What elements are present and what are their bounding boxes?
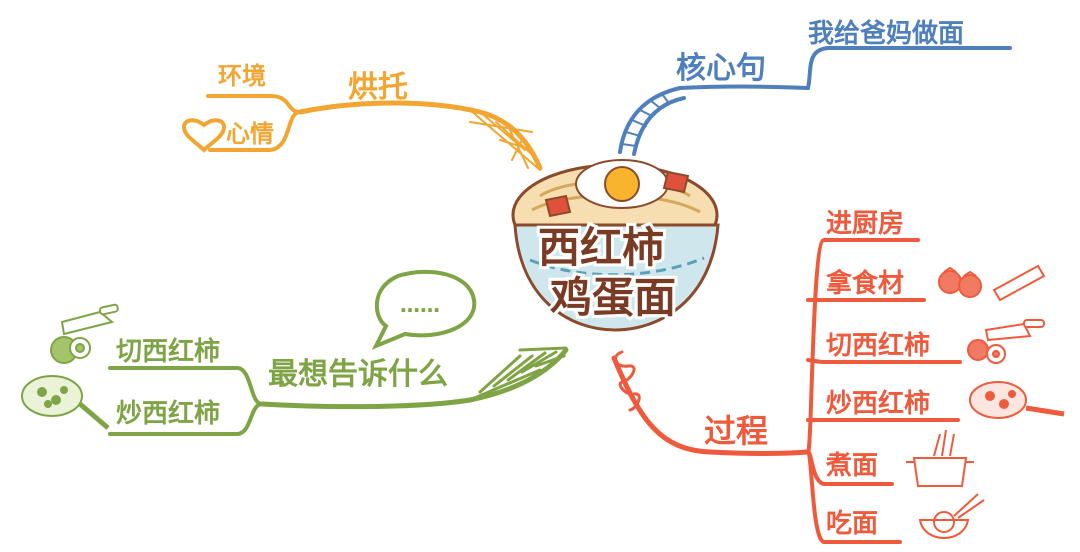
message-label: 最想告诉什么 xyxy=(268,357,448,392)
process-connector xyxy=(611,355,811,456)
tomato-icon xyxy=(967,339,1006,364)
process-step-2: 拿食材 xyxy=(825,268,904,299)
core-label: 核心句 xyxy=(676,51,766,86)
wok-icon xyxy=(21,375,110,430)
message-child-cut: 切西红柿 xyxy=(116,336,220,367)
branch-message xyxy=(108,346,569,436)
setting-fork xyxy=(206,94,302,152)
core-ribbon-outer xyxy=(618,86,682,154)
setting-ribbon xyxy=(469,109,541,171)
process-step-5: 煮面 xyxy=(825,451,878,481)
setting-label: 烘托 xyxy=(348,70,408,105)
setting-child-environment: 环境 xyxy=(218,62,266,90)
message-fork xyxy=(108,366,264,436)
branch-process xyxy=(611,238,962,544)
noodle-bowl-icon xyxy=(918,493,985,539)
process-step-1: 进厨房 xyxy=(826,209,904,239)
center-bowl-illustration xyxy=(511,159,720,332)
noodles-pack-icon xyxy=(992,264,1046,302)
setting-connector xyxy=(297,100,543,171)
wok-icon xyxy=(969,381,1065,419)
center-title-line1: 西红柿 xyxy=(538,223,664,272)
message-ribbon xyxy=(468,346,568,402)
core-connector xyxy=(678,84,810,90)
knife-icon xyxy=(984,319,1045,342)
setting-child-mood: 心情 xyxy=(226,120,274,148)
knife-icon xyxy=(60,303,119,336)
process-label: 过程 xyxy=(704,412,768,450)
center-title-line2: 鸡蛋面 xyxy=(550,273,676,322)
heart-icon xyxy=(181,118,227,153)
process-step-4: 炒西红柿 xyxy=(826,388,930,419)
process-step-3: 切西红柿 xyxy=(826,330,930,361)
tomato-icon xyxy=(50,336,91,364)
core-fork xyxy=(806,46,1012,90)
branch-core xyxy=(618,46,1012,156)
branch-setting xyxy=(206,94,543,171)
process-spiral xyxy=(613,350,641,412)
process-step-6: 吃面 xyxy=(826,509,878,539)
speech-bubble-dots: …… xyxy=(400,293,440,317)
pot-icon xyxy=(906,429,974,487)
core-ribbon-rungs xyxy=(621,93,669,147)
message-connector xyxy=(259,347,569,410)
tomatoes-icon xyxy=(938,266,982,298)
speech-bubble-icon: …… xyxy=(371,269,477,350)
process-trunk xyxy=(806,238,962,544)
message-child-fry: 炒西红柿 xyxy=(116,398,220,429)
core-child-sentence: 我给爸妈做面 xyxy=(808,18,964,49)
